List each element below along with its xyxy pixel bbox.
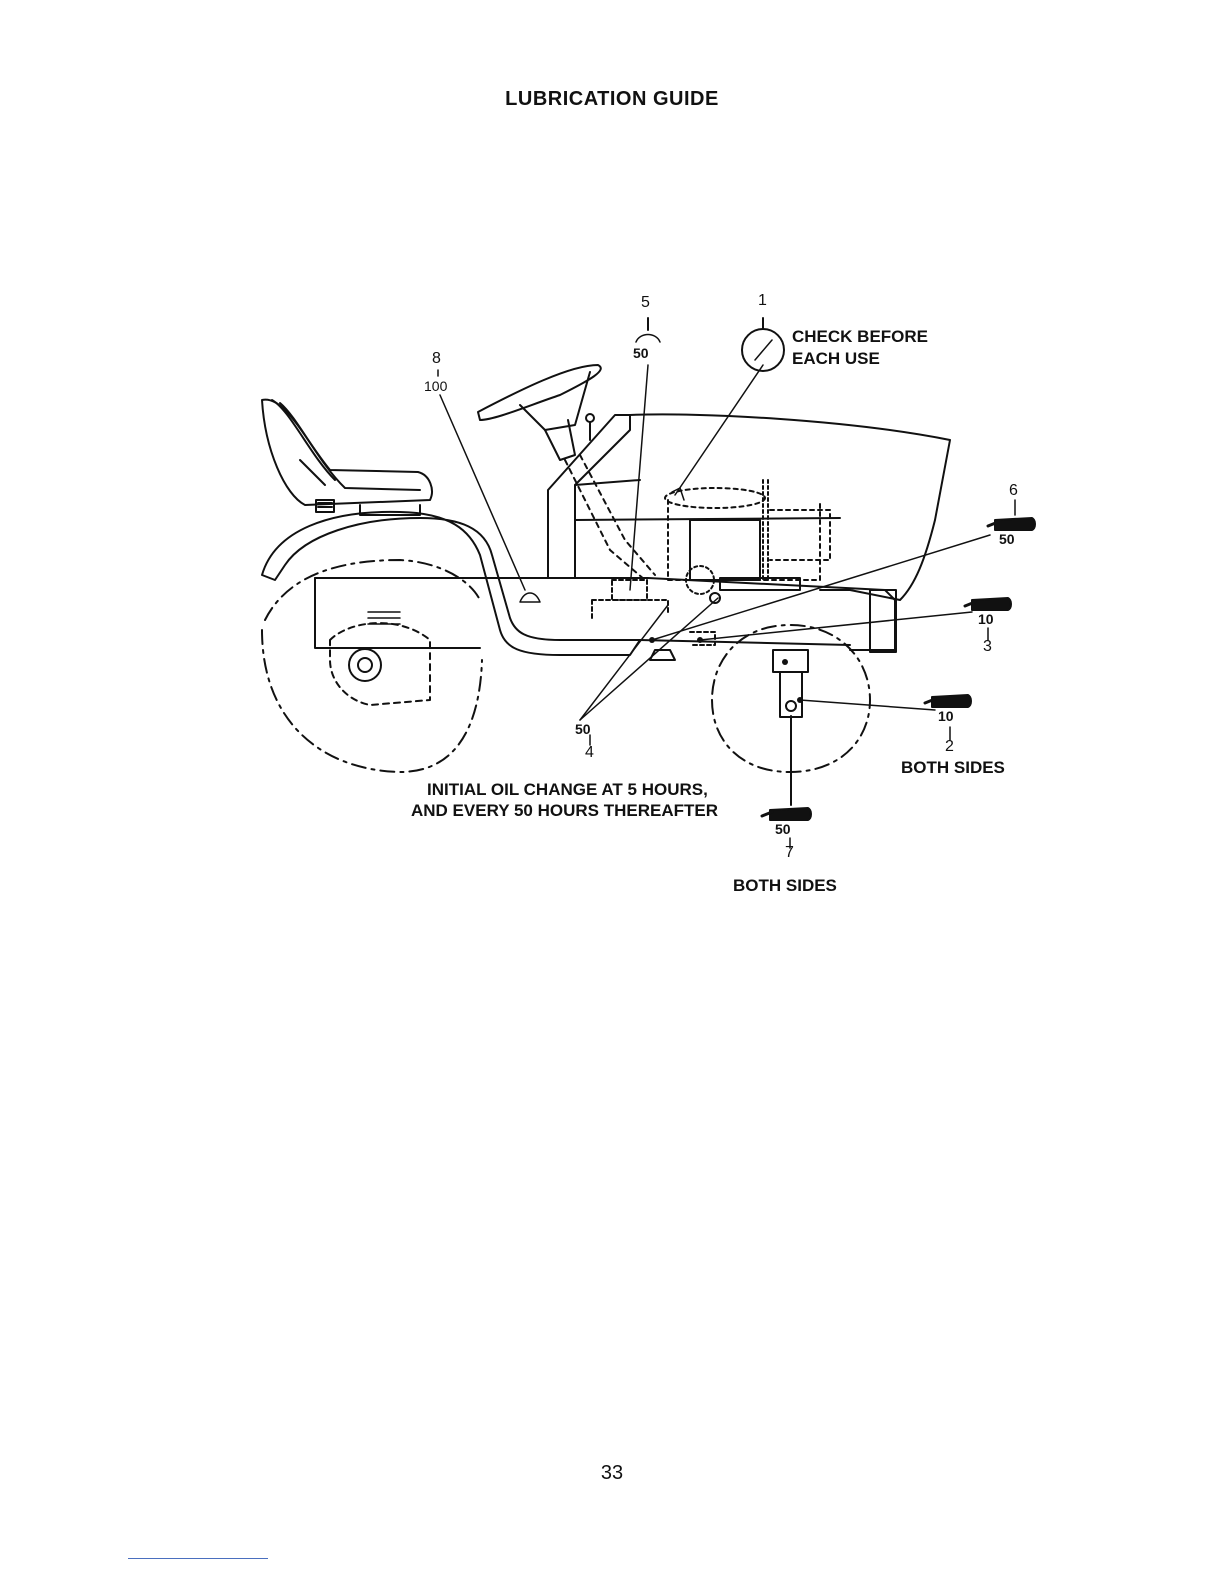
hour-meter-icon xyxy=(742,318,784,371)
callout-5-number: 5 xyxy=(641,294,650,312)
callout-1-note: CHECK BEFORE EACH USE xyxy=(792,326,928,370)
leader-lines xyxy=(440,365,990,720)
steering-wheel xyxy=(478,365,601,420)
oil-change-note-line2: AND EVERY 50 HOURS THEREAFTER xyxy=(411,800,718,822)
callout-4-number: 4 xyxy=(585,744,594,762)
rear-fender xyxy=(262,512,640,655)
oil-change-note-line1: INITIAL OIL CHANGE AT 5 HOURS, xyxy=(427,779,708,801)
callout-3-number: 3 xyxy=(983,638,992,656)
grease-gun-icon xyxy=(636,318,660,342)
callout-8-number: 8 xyxy=(432,350,441,368)
callout-6-interval: 50 xyxy=(999,530,1015,548)
callout-5-interval: 50 xyxy=(633,344,649,362)
callout-7-number: 7 xyxy=(785,844,794,862)
callout-8-interval: 100 xyxy=(424,377,447,395)
page-number: 33 xyxy=(0,1462,1224,1485)
callout-2-number: 2 xyxy=(945,738,954,756)
callout-3-interval: 10 xyxy=(978,610,994,628)
callout-2-interval: 10 xyxy=(938,707,954,725)
footer-rule xyxy=(128,1558,268,1559)
callout-7-interval: 50 xyxy=(775,820,791,838)
callout-2-note: BOTH SIDES xyxy=(901,757,1005,779)
callout-7-note: BOTH SIDES xyxy=(733,875,837,897)
callout-1-number: 1 xyxy=(758,292,767,310)
hood xyxy=(630,414,950,600)
tractor-illustration xyxy=(262,365,950,805)
callout-4-interval: 50 xyxy=(575,720,591,738)
callout-6-number: 6 xyxy=(1009,482,1018,500)
